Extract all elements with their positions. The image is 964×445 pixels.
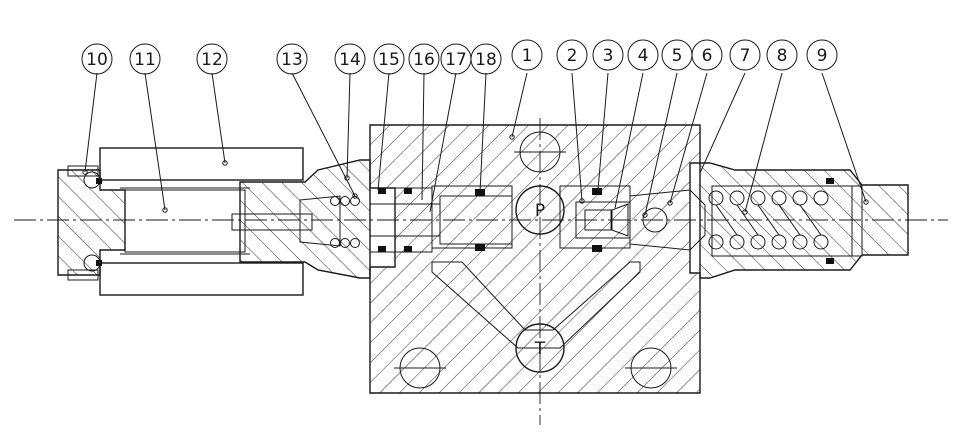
callout-5: 5 [661,39,693,71]
callout-10-label: 10 [86,50,108,70]
cylinder-barrel [99,147,304,296]
callout-13-label: 13 [281,50,303,70]
callout-5-label: 5 [672,46,683,66]
callout-14: 14 [334,43,366,75]
left-spool-sleeve [369,187,513,253]
callout-16: 16 [408,43,440,75]
callout-17: 17 [440,43,472,75]
callout-12-label: 12 [201,50,223,70]
callout-7-label: 7 [740,46,751,66]
callout-10: 10 [81,43,113,75]
callout-6-label: 6 [702,46,713,66]
callout-6: 6 [691,39,723,71]
cylinder-cap-right [231,159,371,279]
callout-7: 7 [729,39,761,71]
centerlines [14,118,948,425]
callout-4: 4 [627,39,659,71]
callout-3: 3 [592,39,624,71]
leader-end-dots [82,134,869,218]
callout-17-label: 17 [445,50,467,70]
callout-9: 9 [806,39,838,71]
callout-9-label: 9 [817,46,828,66]
callout-15-label: 15 [378,50,400,70]
callout-4-label: 4 [638,46,649,66]
callout-15: 15 [373,43,405,75]
callout-13: 13 [276,43,308,75]
callout-1-label: 1 [522,46,533,66]
callout-2-label: 2 [567,46,578,66]
callout-12: 12 [196,43,228,75]
callout-8: 8 [766,39,798,71]
callout-2: 2 [556,39,588,71]
right-cartridge [699,162,909,279]
compression-spring [708,178,834,264]
callout-14-label: 14 [339,50,361,70]
callout-18-label: 18 [475,50,497,70]
leader-lines [84,72,867,216]
callout-11: 11 [129,43,161,75]
callout-16-label: 16 [413,50,435,70]
callout-18: 18 [470,43,502,75]
callout-11-label: 11 [134,50,156,70]
callout-8-label: 8 [777,46,788,66]
callout-balloons: 10 11 12 13 14 15 16 17 [81,39,838,75]
callout-1: 1 [511,39,543,71]
callout-3-label: 3 [603,46,614,66]
